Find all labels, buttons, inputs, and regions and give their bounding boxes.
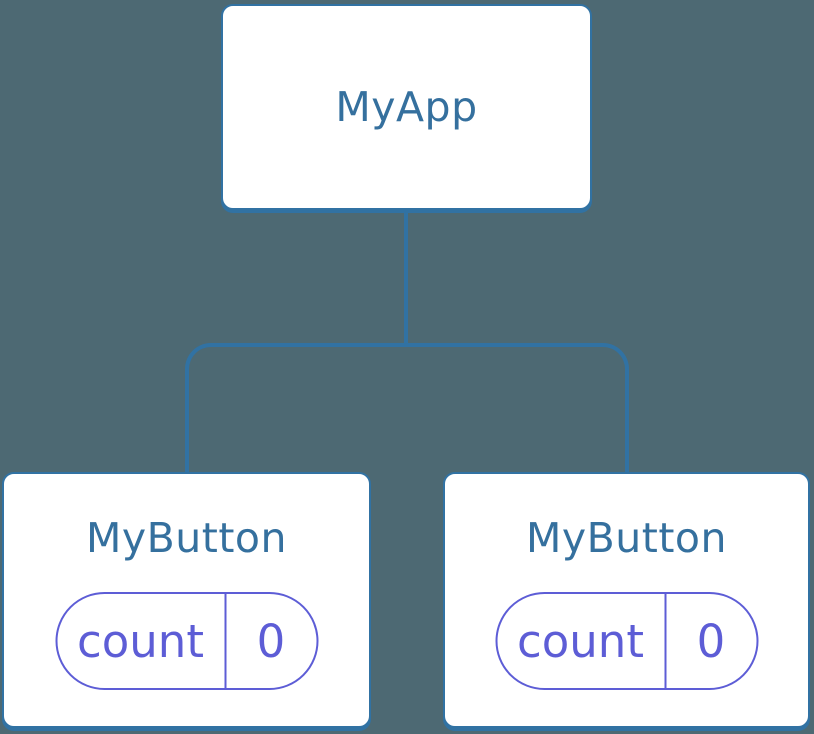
- component-label-child-right: MyButton: [526, 514, 727, 562]
- state-value: 0: [664, 594, 756, 688]
- component-label-root: MyApp: [335, 83, 478, 131]
- state-key-label: count: [517, 614, 644, 668]
- state-pill: count 0: [495, 592, 758, 690]
- connector-bracket: [185, 343, 629, 473]
- component-node-root: MyApp: [221, 4, 592, 210]
- connector-stem: [404, 211, 408, 347]
- state-key-label: count: [77, 614, 204, 668]
- component-node-child-left: MyButton count 0: [2, 472, 371, 728]
- state-pill: count 0: [55, 592, 318, 690]
- component-node-child-right: MyButton count 0: [443, 472, 810, 728]
- state-value: 0: [224, 594, 316, 688]
- component-label-child-left: MyButton: [86, 514, 287, 562]
